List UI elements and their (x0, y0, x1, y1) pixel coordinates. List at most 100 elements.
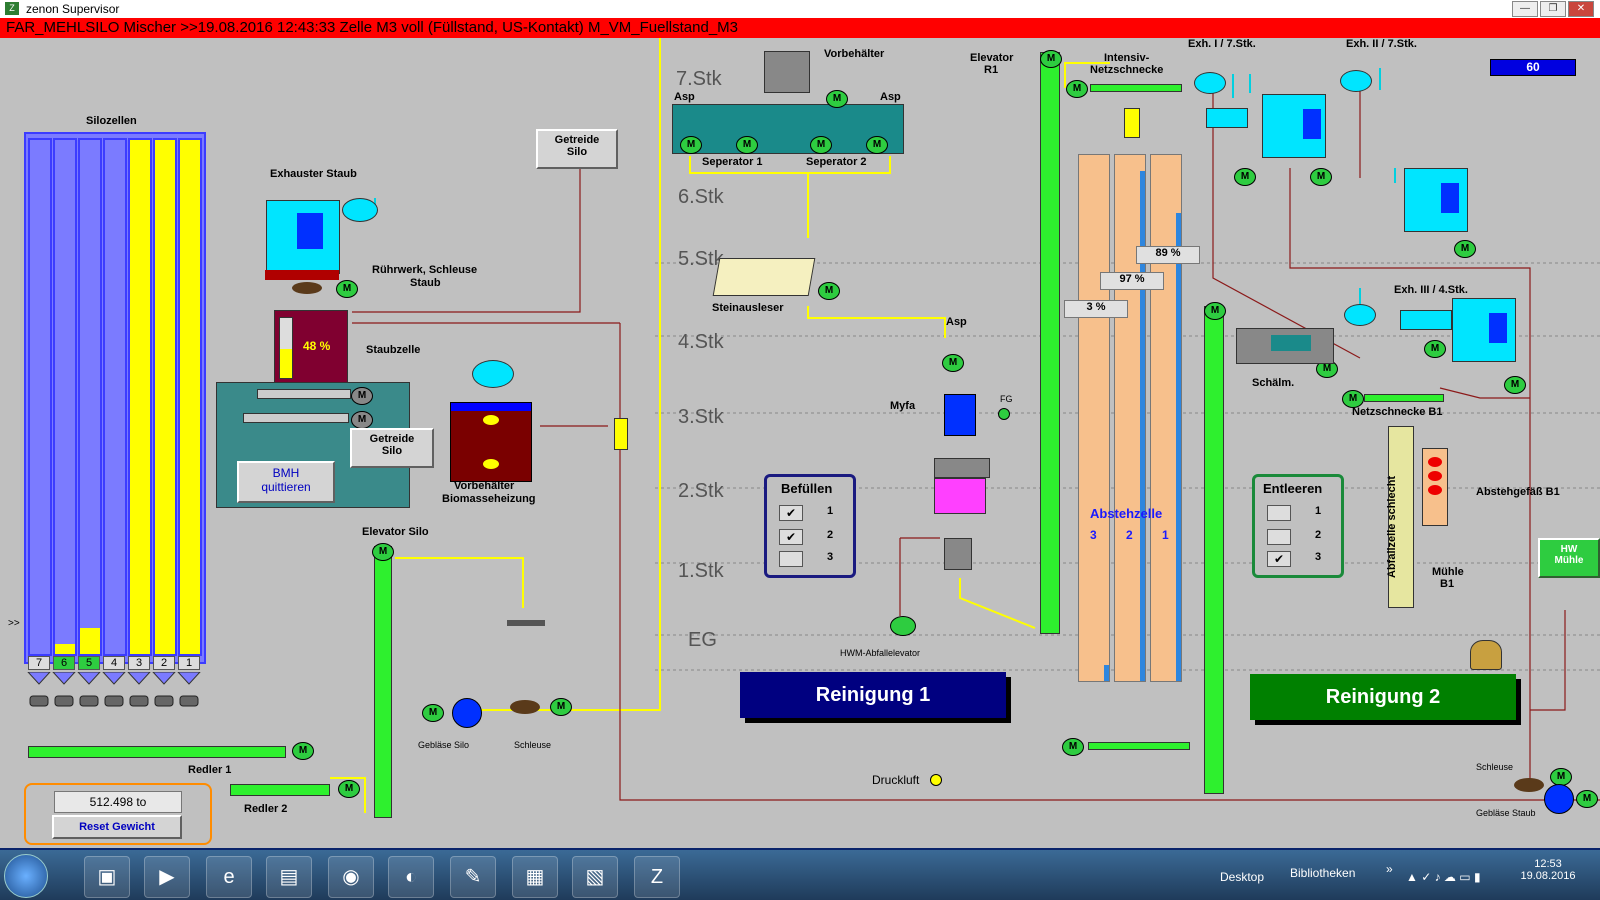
exh2-cyclone[interactable] (1404, 168, 1468, 232)
redler-2-conveyor[interactable] (230, 784, 330, 796)
firefox-icon[interactable]: ◐ (388, 856, 434, 898)
motor-icon[interactable]: M (736, 136, 758, 154)
motor-icon[interactable]: M (351, 411, 373, 429)
valve-icon[interactable] (510, 700, 540, 714)
silo-cell-7[interactable] (28, 138, 52, 656)
getreide-silo-button-2[interactable]: Getreide Silo (350, 428, 434, 468)
abstehzelle-2[interactable] (1114, 154, 1146, 682)
motor-icon[interactable]: M (351, 387, 373, 405)
motor-icon[interactable]: M (1504, 376, 1526, 394)
motor-icon[interactable]: M (810, 136, 832, 154)
separator-unit[interactable] (672, 104, 904, 154)
ie-icon[interactable]: e (206, 856, 252, 898)
schaelm-unit[interactable] (1236, 328, 1334, 364)
myfa-unit[interactable] (944, 394, 976, 436)
tray-icons[interactable]: ▲ ✓ ♪ ☁ ▭ ▮ (1406, 870, 1481, 884)
slide-gate[interactable] (507, 620, 545, 626)
elevator-r2[interactable] (1204, 306, 1224, 794)
netzschnecke-b1[interactable] (1364, 394, 1444, 402)
explorer-icon[interactable]: ▣ (84, 856, 130, 898)
valve-icon[interactable] (292, 282, 322, 294)
valve-icon[interactable] (1514, 778, 1544, 792)
elevator-silo[interactable] (374, 546, 392, 818)
silo-cell-6[interactable] (53, 138, 77, 656)
motor-icon[interactable]: M (372, 543, 394, 561)
reinigung-2-button[interactable]: Reinigung 2 (1250, 674, 1516, 720)
abstehzelle-3[interactable] (1078, 154, 1110, 682)
silo-cell-5[interactable] (78, 138, 102, 656)
motor-icon[interactable]: M (1342, 390, 1364, 408)
maximize-button[interactable]: ❐ (1540, 1, 1566, 17)
biomasse-vorbehaelter-tank[interactable] (450, 402, 532, 482)
mixer-unit[interactable] (934, 478, 986, 514)
elevator-r1[interactable] (1040, 52, 1060, 634)
reinigung-1-button[interactable]: Reinigung 1 (740, 672, 1006, 718)
desktop-toolbar[interactable]: Desktop (1220, 870, 1265, 884)
abfallzelle-tank[interactable] (1388, 426, 1414, 608)
abstehzelle-1[interactable] (1150, 154, 1182, 682)
hw-muehle-button[interactable]: HW Mühle (1538, 538, 1600, 578)
bmh-quittieren-button[interactable]: BMH quittieren (237, 461, 335, 503)
motor-icon[interactable]: M (818, 282, 840, 300)
motor-icon[interactable]: M (292, 742, 314, 760)
steinausleser-unit[interactable] (712, 258, 816, 296)
intensiv-screw[interactable] (1090, 84, 1182, 92)
media-player-icon[interactable]: ▶ (144, 856, 190, 898)
muehle-b1-tank[interactable] (1422, 448, 1448, 526)
befuellen-checkbox-2[interactable]: ✔ (779, 529, 803, 545)
exhauster-staub-unit[interactable] (266, 200, 340, 274)
motor-icon[interactable]: M (336, 280, 358, 298)
motor-icon[interactable]: M (1576, 790, 1598, 808)
valve-unit[interactable] (944, 538, 972, 570)
scale-unit[interactable] (934, 458, 990, 478)
minimize-button[interactable]: — (1512, 1, 1538, 17)
flap-valve[interactable] (614, 418, 628, 450)
motor-icon[interactable]: M (1066, 80, 1088, 98)
motor-icon[interactable]: M (826, 90, 848, 108)
screen-icon[interactable]: ▧ (572, 856, 618, 898)
screw-conveyor[interactable] (1088, 742, 1190, 750)
fan-icon[interactable] (472, 360, 514, 388)
fan-icon[interactable] (1340, 70, 1372, 92)
vorbehaelter-tank[interactable] (764, 51, 810, 93)
motor-icon[interactable]: M (1040, 50, 1062, 68)
distributor[interactable] (1124, 108, 1140, 138)
befuellen-checkbox-1[interactable]: ✔ (779, 505, 803, 521)
silo-cell-2[interactable] (153, 138, 177, 656)
silo-cell-3[interactable] (128, 138, 152, 656)
silo-cell-1[interactable] (178, 138, 202, 656)
motor-icon[interactable]: M (1454, 240, 1476, 258)
staubzelle-tank[interactable]: 48 % (274, 310, 348, 384)
motor-icon[interactable]: M (942, 354, 964, 372)
motor-icon[interactable]: M (1234, 168, 1256, 186)
alarm-bar[interactable]: FAR_MEHLSILO Mischer >>19.08.2016 12:43:… (0, 18, 1600, 38)
exh1-cyclone[interactable] (1262, 94, 1326, 158)
zenon-icon[interactable]: Z (634, 856, 680, 898)
entleeren-checkbox-2[interactable] (1267, 529, 1291, 545)
silo-cell-4[interactable] (103, 138, 127, 656)
motor-icon[interactable]: M (338, 780, 360, 798)
editor-icon[interactable]: ▦ (512, 856, 558, 898)
motor-icon[interactable]: M (1204, 302, 1226, 320)
motor-icon[interactable]: M (550, 698, 572, 716)
motor-icon[interactable]: M (1424, 340, 1446, 358)
fan-icon[interactable] (1344, 304, 1376, 326)
close-button[interactable]: ✕ (1568, 1, 1594, 17)
reset-weight-button[interactable]: Reset Gewicht (52, 815, 182, 839)
motor-icon[interactable]: M (866, 136, 888, 154)
fan-icon[interactable] (1194, 72, 1226, 94)
fan-icon[interactable] (342, 198, 378, 222)
chrome-icon[interactable]: ◉ (328, 856, 374, 898)
tray-clock[interactable]: 12:53 19.08.2016 (1518, 858, 1578, 882)
expand-arrow[interactable]: >> (8, 618, 20, 629)
exh3-cyclone[interactable] (1452, 298, 1516, 362)
motor-icon[interactable]: M (1310, 168, 1332, 186)
motor-icon[interactable]: M (1062, 738, 1084, 756)
document-icon[interactable]: ▤ (266, 856, 312, 898)
entleeren-checkbox-3[interactable]: ✔ (1267, 551, 1291, 567)
redler-1-conveyor[interactable] (28, 746, 286, 758)
start-button[interactable] (4, 854, 48, 898)
tool-icon[interactable]: ✎ (450, 856, 496, 898)
motor-icon[interactable]: M (422, 704, 444, 722)
toolbar-chevron[interactable]: » (1386, 862, 1393, 876)
